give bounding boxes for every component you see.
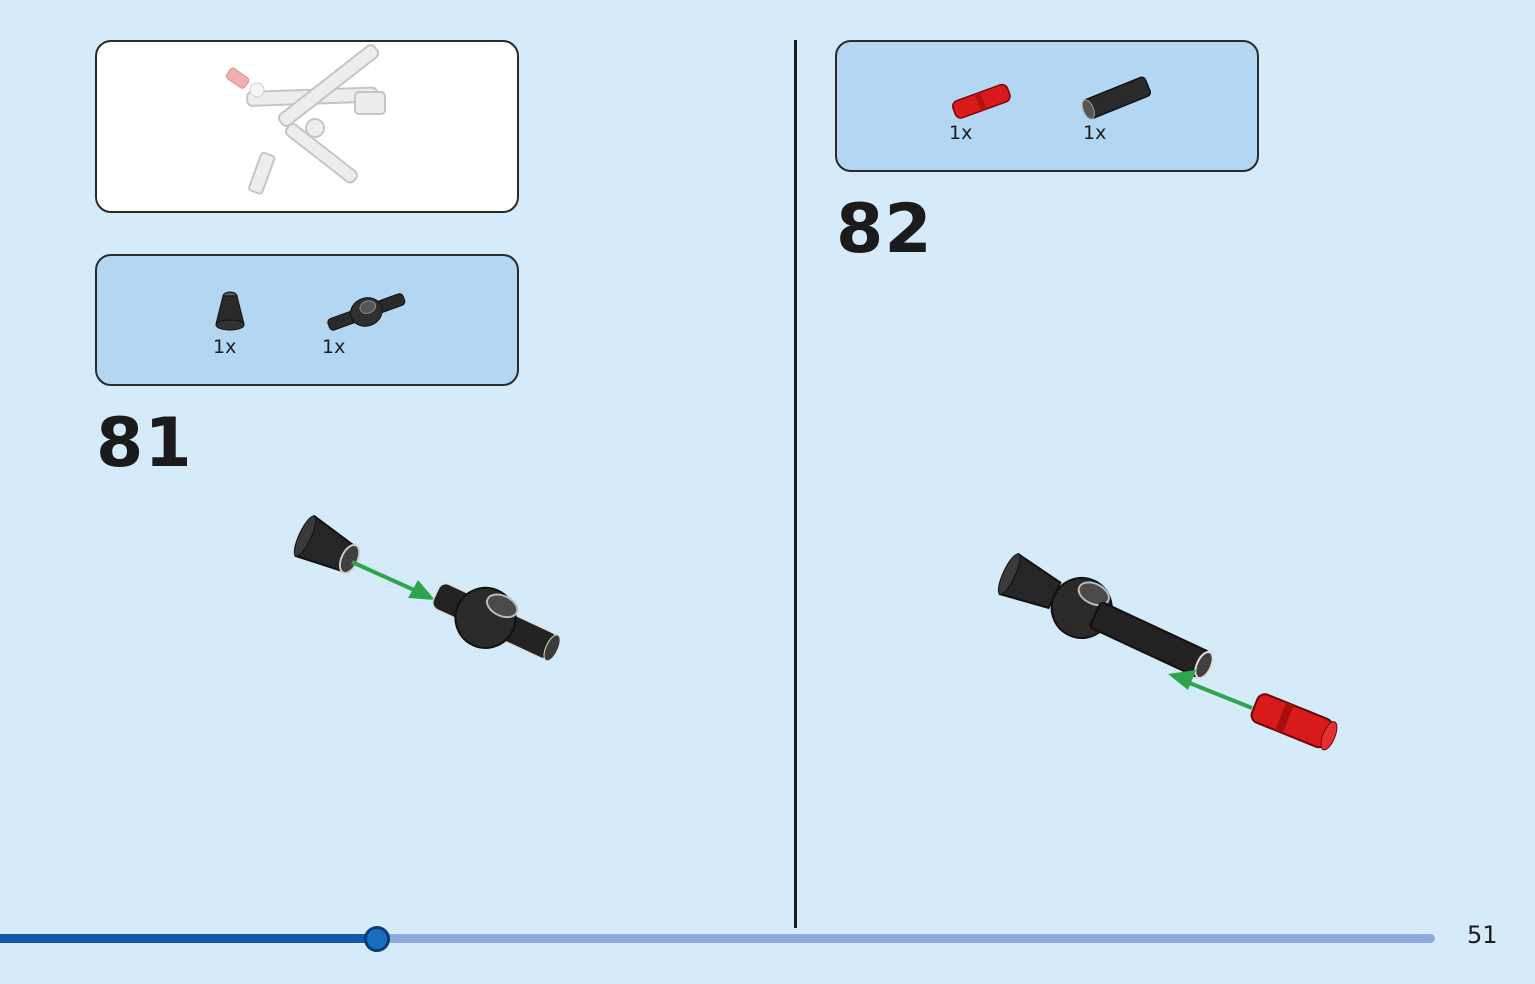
parts-list-step-81: 1x 1x [95, 254, 519, 386]
progress-knob[interactable] [364, 926, 391, 952]
black-cone-icon [215, 291, 245, 331]
page-number: 51 [1467, 921, 1498, 949]
step-82-assembly-illustration [997, 552, 1338, 751]
previous-assembly-image [225, 44, 386, 195]
page-divider [794, 40, 797, 928]
black-axle-connector-icon [327, 293, 406, 331]
part-quantity: 1x [949, 122, 973, 144]
step-number-82: 82 [836, 190, 933, 269]
part-quantity: 1x [1083, 122, 1107, 144]
parts-list-step-82: 1x 1x [835, 40, 1259, 172]
previous-build-preview [95, 40, 519, 213]
black-axle-icon [1081, 76, 1152, 120]
part-quantity: 1x [213, 336, 237, 358]
red-axle-pin-icon [952, 83, 1011, 119]
progress-fill [0, 934, 378, 943]
progress-track [0, 934, 1435, 943]
part-quantity: 1x [322, 336, 346, 358]
step-81-assembly-illustration [293, 514, 561, 662]
step-number-81: 81 [96, 404, 193, 483]
